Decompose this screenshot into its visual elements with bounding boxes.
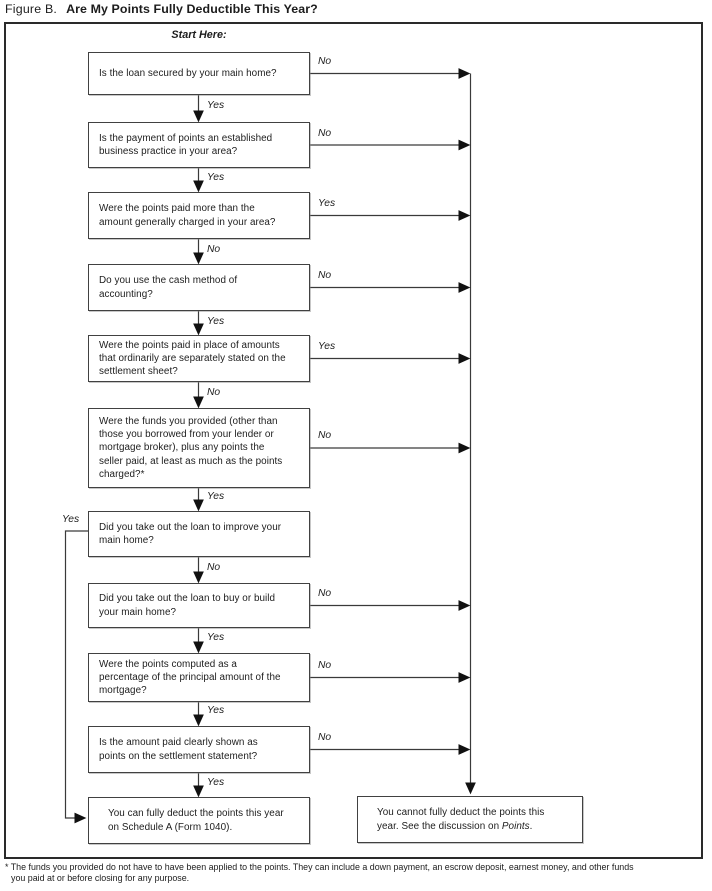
footnote-line2: you paid at or before closing for any pu… xyxy=(11,872,190,883)
edge-label-no-2: No xyxy=(318,128,332,139)
question-text: Is the loan secured by your main home? xyxy=(99,67,277,79)
edge-label-down-no-7: No xyxy=(207,562,221,573)
edge-label-down-no-5: No xyxy=(207,387,221,398)
edge-label-down-yes-8: Yes xyxy=(207,632,225,643)
question-text: Is the amount paid clearly shown as poin… xyxy=(99,737,258,762)
result-box-fully-deduct: You can fully deduct the points this yea… xyxy=(88,797,310,844)
question-text: Were the points paid more than the amoun… xyxy=(99,203,276,228)
result-text-suffix: . xyxy=(529,820,533,832)
question-box-points-more-than-charged: Were the points paid more than the amoun… xyxy=(88,192,310,239)
result-text: You cannot fully deduct the points this … xyxy=(377,806,544,832)
question-box-established-practice: Is the payment of points an established … xyxy=(88,122,310,168)
question-text: Did you take out the loan to improve you… xyxy=(99,521,282,546)
edge-label-no-6: No xyxy=(318,430,332,441)
question-box-points-percentage: Were the points computed as a percentage… xyxy=(88,653,310,702)
figure-heading: Are My Points Fully Deductible This Year… xyxy=(66,2,318,16)
question-box-loan-secured: Is the loan secured by your main home? xyxy=(88,52,310,95)
edge-label-down-yes-1: Yes xyxy=(207,100,225,111)
edge-label-down-yes-10: Yes xyxy=(207,777,225,788)
points-italic-word: Points xyxy=(501,820,530,832)
start-here-label: Start Here: xyxy=(171,29,227,41)
question-box-loan-improve-home: Did you take out the loan to improve you… xyxy=(88,511,310,557)
result-text: You can fully deduct the points this yea… xyxy=(108,808,284,833)
edge-label-no-4: No xyxy=(318,270,332,281)
arrow-yes-improve-left-branch xyxy=(64,530,88,824)
edge-label-no-9: No xyxy=(318,660,332,671)
question-text: Were the points computed as a percentage… xyxy=(99,658,281,697)
figure-title: Figure B. Are My Points Fully Deductible … xyxy=(5,2,318,16)
question-text: Were the funds you provided (other than … xyxy=(99,415,283,480)
footnote-line1: * The funds you provided do not have to … xyxy=(5,862,634,872)
question-text: Is the payment of points an established … xyxy=(99,132,273,157)
edge-label-down-yes-2: Yes xyxy=(207,172,225,183)
edge-label-yes-5: Yes xyxy=(318,341,336,352)
edge-label-down-yes-6: Yes xyxy=(207,491,225,502)
edge-label-down-yes-9: Yes xyxy=(207,705,225,716)
result-text-part: You cannot fully deduct the points this … xyxy=(377,807,545,832)
edge-label-yes-left-branch: Yes xyxy=(62,514,80,525)
edge-label-no-10: No xyxy=(318,732,332,743)
connector-lines xyxy=(64,68,476,824)
question-text: Did you take out the loan to buy or buil… xyxy=(99,593,276,618)
question-box-cash-method: Do you use the cash method of accounting… xyxy=(88,264,310,311)
question-box-points-in-place-of-amounts: Were the points paid in place of amounts… xyxy=(88,335,310,382)
edge-label-yes-3: Yes xyxy=(318,198,336,209)
question-box-funds-provided: Were the funds you provided (other than … xyxy=(88,408,310,488)
figure-label: Figure B. xyxy=(5,2,58,16)
edge-label-no-1: No xyxy=(318,56,332,67)
question-box-loan-buy-build: Did you take out the loan to buy or buil… xyxy=(88,583,310,628)
question-text: Do you use the cash method of accounting… xyxy=(99,275,238,300)
question-text: Were the points paid in place of amounts… xyxy=(99,339,286,378)
edge-label-down-no-3: No xyxy=(207,244,221,255)
edge-label-no-8: No xyxy=(318,588,332,599)
result-box-cannot-deduct: You cannot fully deduct the points this … xyxy=(357,796,583,843)
footnote: * The funds you provided do not have to … xyxy=(5,862,707,884)
question-box-amount-clearly-shown: Is the amount paid clearly shown as poin… xyxy=(88,726,310,773)
edge-label-down-yes-4: Yes xyxy=(207,316,225,327)
flowchart-frame xyxy=(4,22,703,859)
